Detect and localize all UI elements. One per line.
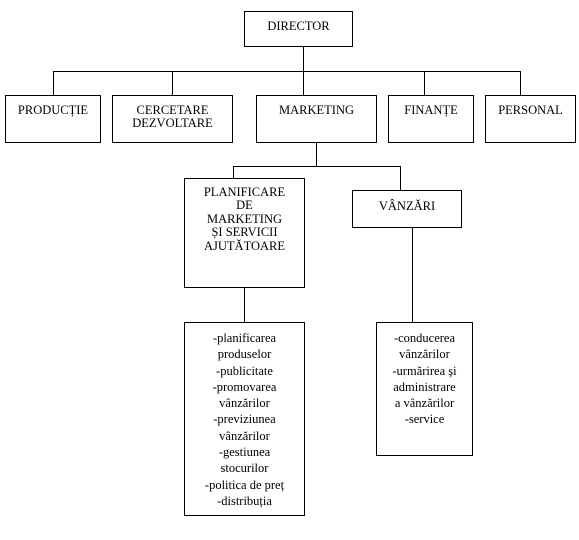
department-marketing-box: MARKETING xyxy=(256,95,377,143)
connector-finante xyxy=(424,71,425,95)
sales-unit-box: VÂNZĂRI xyxy=(352,190,462,228)
connector-sales-tasks xyxy=(412,227,413,322)
department-productie-box: PRODUCȚIE xyxy=(5,95,101,143)
department-cercetare-box: CERCETARE DEZVOLTARE xyxy=(112,95,233,143)
sales-tasks-list: -conducerea vânzărilor -urmărirea și adm… xyxy=(392,331,457,427)
department-personal-label: PERSONAL xyxy=(498,103,563,117)
connector-sales xyxy=(400,166,401,190)
connector-marketing-down xyxy=(316,143,317,166)
director-box: DIRECTOR xyxy=(244,11,353,47)
department-personal-box: PERSONAL xyxy=(485,95,576,143)
connector-departments-bar xyxy=(53,71,521,72)
planning-tasks-box: -planificarea produselor -publicitate -p… xyxy=(184,322,305,516)
connector-marketing-bar xyxy=(233,166,401,167)
sales-tasks-box: -conducerea vânzărilor -urmărirea și adm… xyxy=(376,322,473,456)
sales-unit-label: VÂNZĂRI xyxy=(378,199,436,213)
department-marketing-label: MARKETING xyxy=(279,103,354,117)
department-finante-box: FINANȚE xyxy=(388,95,474,143)
director-label: DIRECTOR xyxy=(267,19,330,33)
connector-director-down xyxy=(303,46,304,71)
department-finante-label: FINANȚE xyxy=(404,103,458,117)
connector-planning xyxy=(233,166,234,178)
department-cercetare-label: CERCETARE DEZVOLTARE xyxy=(132,103,213,131)
department-productie-label: PRODUCȚIE xyxy=(17,103,89,117)
connector-personal xyxy=(520,71,521,95)
connector-productie xyxy=(53,71,54,95)
planning-tasks-list: -planificarea produselor -publicitate -p… xyxy=(204,331,285,508)
connector-planning-tasks xyxy=(244,287,245,322)
planning-unit-box: PLANIFICARE DE MARKETING ȘI SERVICII AJU… xyxy=(184,178,305,288)
connector-cercetare xyxy=(172,71,173,95)
planning-unit-label: PLANIFICARE DE MARKETING ȘI SERVICII AJU… xyxy=(203,185,286,253)
connector-marketing xyxy=(303,71,304,95)
